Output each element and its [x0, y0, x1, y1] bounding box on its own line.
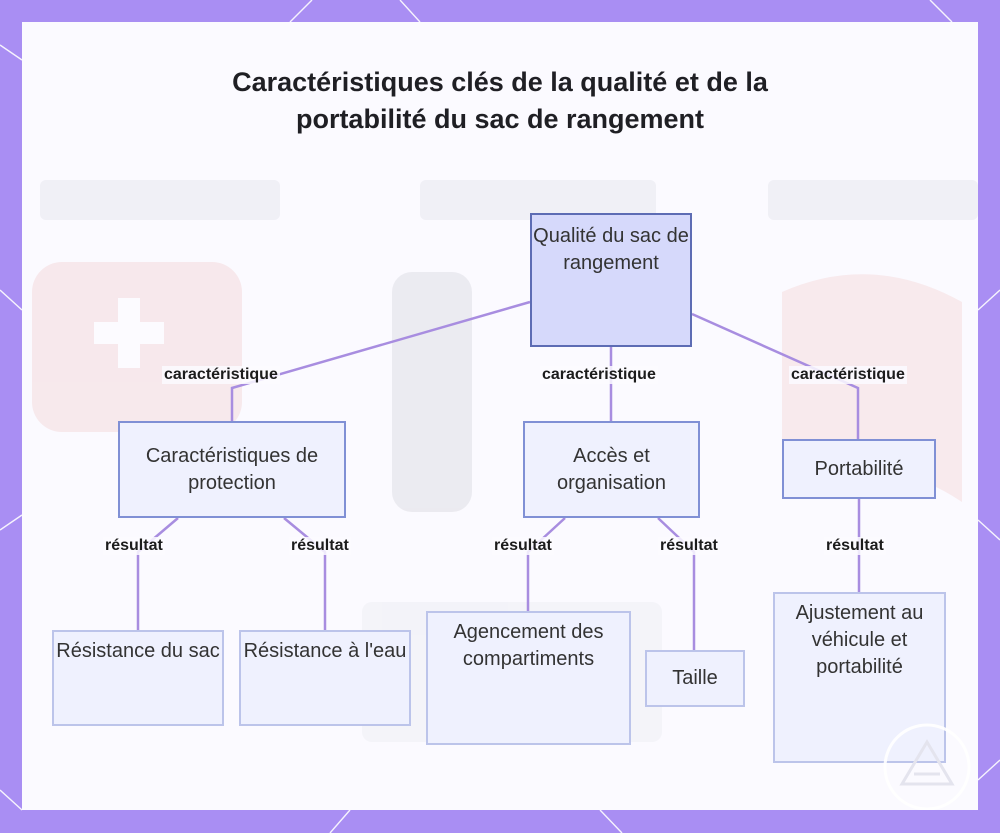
link-protection-resistance-eau: [283, 517, 327, 630]
edge-label-resultat-2: résultat: [289, 537, 351, 555]
edge-label-caracteristique-3: caractéristique: [789, 366, 907, 384]
link-acces-agencement: [526, 517, 566, 611]
watermark-logo-icon: [883, 723, 971, 810]
link-root-protection: [230, 300, 531, 421]
node-portabilite: Portabilité: [782, 439, 936, 499]
diagram-title: Caractéristiques clés de la qualité et d…: [232, 67, 768, 134]
node-ajustement-vehicule: Ajustement au véhicule et portabilité: [773, 592, 946, 763]
node-taille: Taille: [645, 650, 745, 707]
node-resistance-sac: Résistance du sac: [52, 630, 224, 726]
node-resistance-eau: Résistance à l'eau: [239, 630, 411, 726]
diagram-canvas: Caractéristiques clés de la qualité et d…: [22, 22, 978, 810]
edge-label-resultat-1: résultat: [103, 537, 165, 555]
node-caracteristiques-protection: Caractéristiques de protection: [118, 421, 346, 518]
link-root-portabilite: [691, 312, 860, 439]
edge-label-caracteristique-2: caractéristique: [540, 366, 658, 384]
edge-label-resultat-5: résultat: [824, 537, 886, 555]
node-acces-organisation: Accès et organisation: [523, 421, 700, 518]
edge-label-resultat-3: résultat: [492, 537, 554, 555]
edge-label-resultat-4: résultat: [658, 537, 720, 555]
node-qualite-sac: Qualité du sac de rangement: [530, 213, 692, 347]
node-agencement-compartiments: Agencement des compartiments: [426, 611, 631, 745]
link-protection-resistance-sac: [136, 517, 179, 630]
edge-label-caracteristique-1: caractéristique: [162, 366, 280, 384]
